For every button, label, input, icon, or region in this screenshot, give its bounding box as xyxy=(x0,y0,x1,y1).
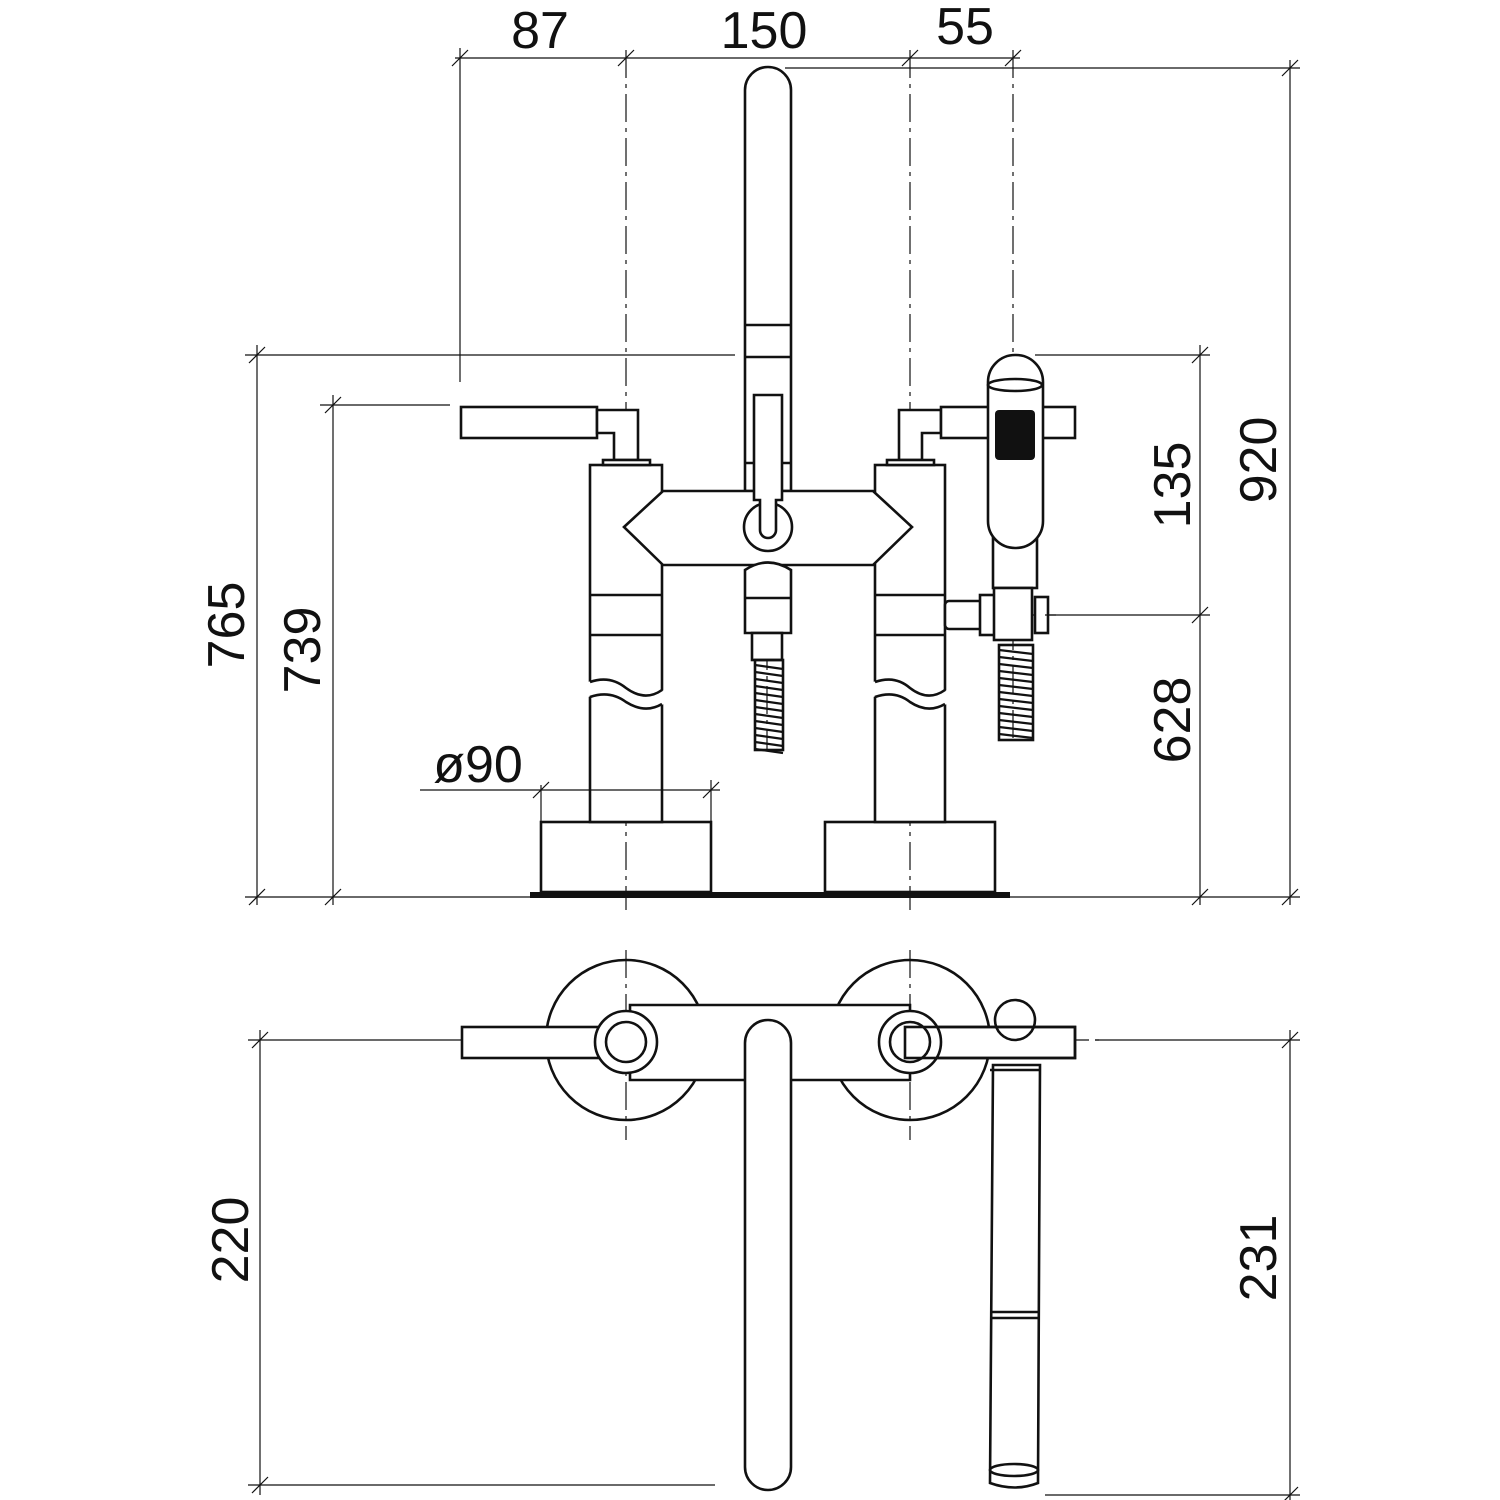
hand-shower xyxy=(943,353,1050,642)
dim-231: 231 xyxy=(1230,1215,1288,1302)
dim-55: 55 xyxy=(936,0,994,56)
hose-coil xyxy=(754,733,784,741)
dim-150: 150 xyxy=(721,2,808,60)
hose-coil xyxy=(998,690,1034,698)
spout xyxy=(743,65,793,493)
dimension-tick xyxy=(324,396,342,414)
dimension-tick xyxy=(1191,888,1209,906)
shower-hose-side xyxy=(997,643,1035,742)
hose-coil xyxy=(754,740,784,748)
hose-coil xyxy=(998,711,1034,719)
hose-coil xyxy=(754,698,784,706)
dim-920: 920 xyxy=(1230,417,1288,504)
dimension-tick xyxy=(248,888,266,906)
hose-coil xyxy=(754,684,784,692)
hose-coil xyxy=(754,719,784,727)
dimension-tick xyxy=(248,346,266,364)
hose-coil xyxy=(754,747,784,755)
dimension-tick xyxy=(324,888,342,906)
left-valve-inner xyxy=(604,1020,648,1064)
dimension-tick xyxy=(1004,49,1022,67)
left-handle xyxy=(459,405,652,467)
dimension-tick xyxy=(1284,1486,1299,1500)
hose-coil xyxy=(754,705,784,713)
dimension-tick xyxy=(1281,59,1299,77)
hose-coil xyxy=(998,732,1034,740)
hose-coil xyxy=(754,677,784,685)
hose-coil xyxy=(998,648,1034,656)
hose-coil xyxy=(998,655,1034,663)
hose-outlet xyxy=(743,561,793,662)
dim-739: 739 xyxy=(274,607,332,694)
dim-765: 765 xyxy=(198,582,256,669)
dimension-tick xyxy=(251,1476,269,1494)
front-view xyxy=(459,50,1077,910)
dimension-tick xyxy=(1191,606,1209,624)
hose-coil xyxy=(754,712,784,720)
hand-shower-grip xyxy=(995,410,1035,460)
dim-220: 220 xyxy=(202,1197,260,1284)
dim-628: 628 xyxy=(1144,677,1202,764)
dimension-tick xyxy=(702,781,720,799)
dim-87: 87 xyxy=(511,2,569,60)
dim-diameter-90: ø90 xyxy=(433,736,523,794)
hose-coil xyxy=(998,697,1034,705)
hose-coil xyxy=(998,676,1034,684)
dim-135: 135 xyxy=(1144,442,1202,529)
dimension-tick xyxy=(901,49,919,67)
base-plate xyxy=(530,892,1010,898)
front-dimensions: 87 150 55 920 765 739 135 628 ø90 xyxy=(198,0,1300,906)
plan-hand-shower xyxy=(988,998,1042,1489)
hose-coil xyxy=(998,718,1034,726)
right-handle xyxy=(885,405,1077,467)
hose-coil xyxy=(754,663,784,671)
dimension-tick xyxy=(617,49,635,67)
shower-hose-center xyxy=(753,658,785,755)
hose-coil xyxy=(754,691,784,699)
hose-coil xyxy=(998,704,1034,712)
hose-coil xyxy=(998,662,1034,670)
hose-coil xyxy=(998,725,1034,733)
hose-coil xyxy=(754,670,784,678)
hose-coil xyxy=(754,726,784,734)
dimension-tick xyxy=(1281,1031,1299,1049)
hose-coil xyxy=(998,683,1034,691)
dimension-tick xyxy=(251,1031,269,1049)
dimension-tick xyxy=(1191,346,1209,364)
hose-coil xyxy=(998,669,1034,677)
dimension-tick xyxy=(1281,888,1299,906)
diverter-lever xyxy=(752,393,784,540)
plan-view xyxy=(445,950,1100,1492)
plan-dimensions: 220 231 xyxy=(202,1030,1300,1500)
right-valve-inner xyxy=(888,1020,932,1064)
plan-spout xyxy=(743,1018,793,1492)
dimension-tick xyxy=(532,781,550,799)
dimension-tick xyxy=(451,49,469,67)
